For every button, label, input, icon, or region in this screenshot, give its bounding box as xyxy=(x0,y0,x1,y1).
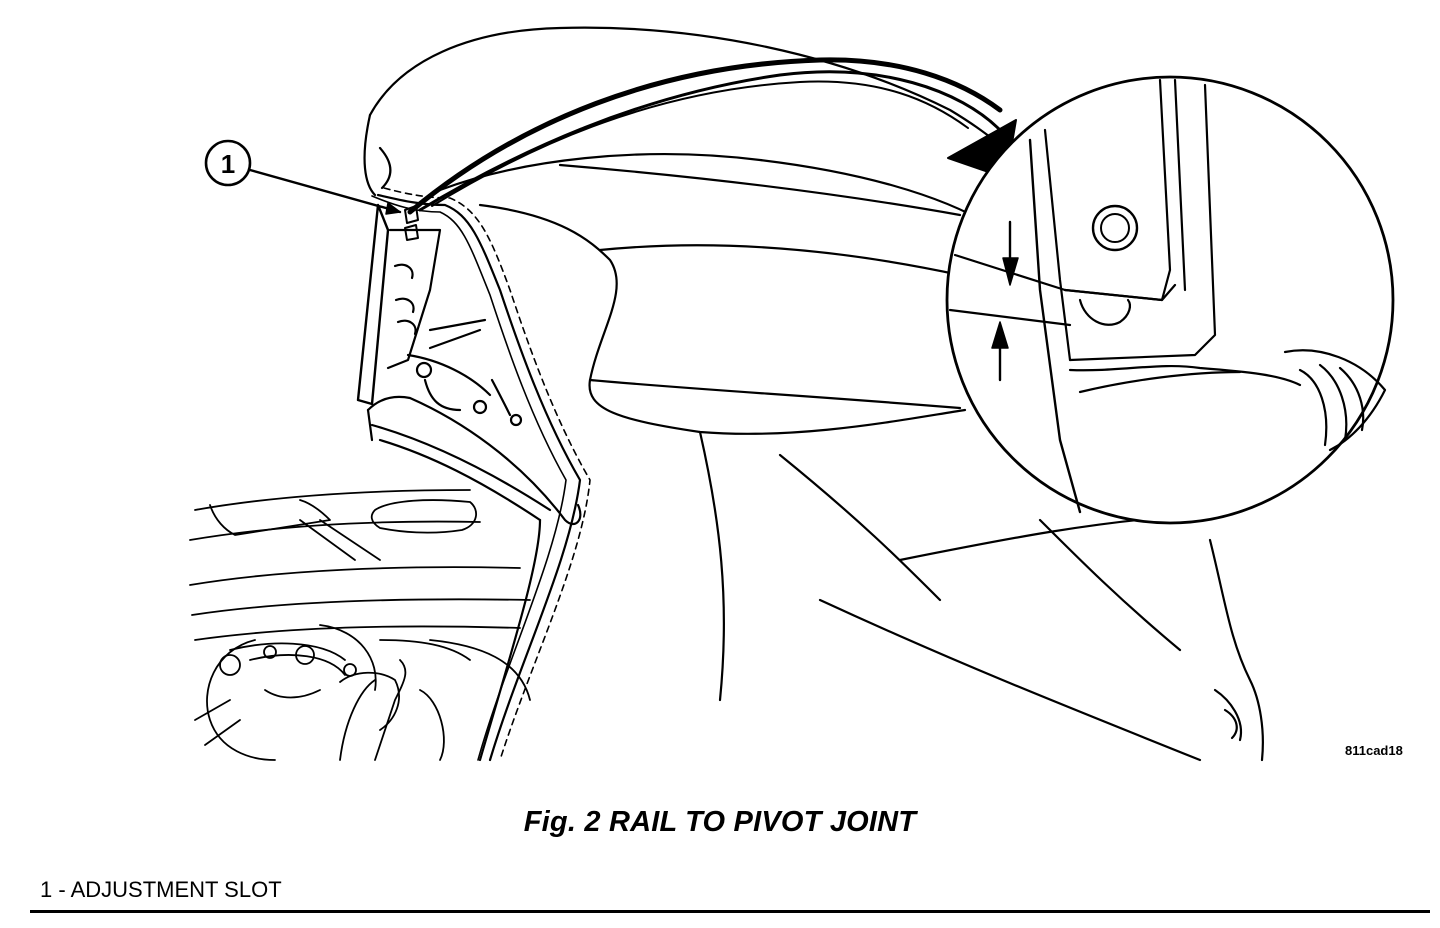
vehicle-interior xyxy=(189,489,531,761)
magnify-arrow xyxy=(407,57,1017,215)
magnified-detail xyxy=(945,75,1395,525)
rail-pivot-joint-illustration: 1 811cad18 xyxy=(189,26,1403,762)
rail-seam xyxy=(371,187,591,762)
callout-1: 1 xyxy=(204,139,402,215)
soft-top-outline xyxy=(363,26,1264,762)
windshield-header-rail xyxy=(366,395,582,762)
callout-1-number: 1 xyxy=(221,149,235,179)
legend-item: 1 - ADJUSTMENT SLOT xyxy=(40,877,282,902)
image-code: 811cad18 xyxy=(1345,743,1403,758)
figure-caption: Fig. 2 RAIL TO PIVOT JOINT xyxy=(523,806,917,838)
divider-rule xyxy=(30,910,1430,913)
pivot-bracket xyxy=(356,203,523,427)
